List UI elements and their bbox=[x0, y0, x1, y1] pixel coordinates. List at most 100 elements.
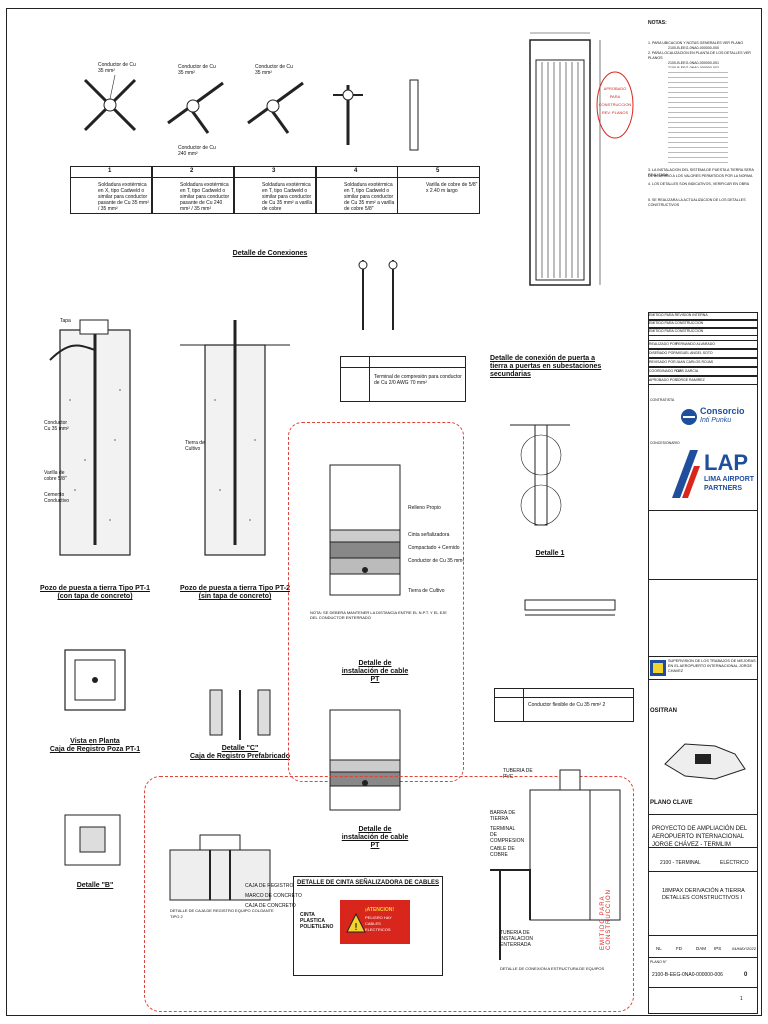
pit-pt2-section bbox=[180, 320, 290, 556]
supervision-text: SUPERVISION DE LOS TRABAJOS DE MEJORAS E… bbox=[668, 659, 756, 673]
approval-stamp bbox=[596, 71, 634, 139]
note-item: 2100-B-EEG-0NA0-000000-000 bbox=[668, 46, 719, 50]
structure-label: TUBERIA DE INSTALACION ENTERRADA bbox=[500, 930, 533, 948]
conn-description: Soldadura exotérmica en X, tipo Cadweld … bbox=[98, 182, 149, 212]
connection-table: 1 2 3 4 5 Soldadura exotérmica en X, tip… bbox=[70, 166, 480, 214]
area-row: 2100 - TERMINAL ELÉCTRICO bbox=[648, 848, 758, 872]
signature-area bbox=[648, 510, 758, 580]
conn-number: 2 bbox=[190, 168, 194, 174]
lap-sub: LIMA AIRPORT bbox=[704, 476, 755, 483]
key-plan-map bbox=[664, 743, 746, 780]
box-label: MARCO DE CONCRETO bbox=[245, 893, 302, 899]
connection-detail-x bbox=[83, 74, 137, 132]
role-label: DISEÑADO POR bbox=[649, 351, 676, 355]
layer-label: Compactado + Cernido bbox=[408, 545, 460, 551]
drawing-sheet bbox=[6, 8, 762, 1016]
box-detail-note: DETALLE DE CAJA DE REGISTRO EQUIPO COLGA… bbox=[170, 908, 274, 919]
project-title: PROYECTO DE AMPLIACIÓN DEL AEROPUERTO IN… bbox=[652, 826, 748, 848]
detail-b-drawing bbox=[64, 814, 121, 866]
consortium-logo: Consorcio Inti Punku bbox=[680, 402, 754, 432]
conn-number: 3 bbox=[272, 168, 276, 174]
copper-rod bbox=[409, 79, 419, 151]
detail-1-title: Detalle 1 bbox=[535, 550, 565, 557]
checked-value: DAM bbox=[696, 946, 706, 951]
ground-rod-detail bbox=[358, 260, 398, 330]
role-name: FERNANDO ALVARADO bbox=[676, 342, 715, 346]
structure-label: CABLE DE COBRE bbox=[490, 846, 515, 858]
door-frame-drawing bbox=[529, 32, 601, 286]
note-item: 5. SE REALIZARA LA ACTUALIZACION DE LOS … bbox=[648, 198, 746, 207]
conn-number: 4 bbox=[354, 168, 358, 174]
cable-install-title-2: Detalle de instalación de cable PT bbox=[341, 826, 409, 849]
role-name: LUIS GARCIA bbox=[676, 369, 699, 373]
note-item: 3. LA INSTALACION DEL SISTEMA DE PUESTA … bbox=[648, 168, 754, 177]
layer-label: Tierra de Cultivo bbox=[408, 588, 445, 594]
role-label: COORDINADO POR bbox=[649, 369, 682, 373]
flex-conductor-table: Conductor flexible de Cu 35 mm² 2 bbox=[494, 688, 634, 722]
door-hinge-detail bbox=[510, 424, 570, 526]
lap-logo: LAP LIMA AIRPORT PARTNERS bbox=[668, 448, 758, 504]
roles-table: REALIZADO POR DISEÑADO POR REVISADO POR … bbox=[648, 340, 758, 385]
ositran-label: OSITRAN bbox=[650, 708, 677, 714]
registry-box-plan bbox=[64, 649, 126, 711]
connections-title: Detalle de Conexiones bbox=[232, 250, 308, 257]
structure-title: DETALLE DE CONEXION A ESTRUCTURA DE EQUI… bbox=[500, 966, 605, 971]
pit-pt2-title: Pozo de puesta a tierra Tipo PT-2(sin ta… bbox=[180, 585, 290, 600]
role-name: JUAN CARLOS ROJAS bbox=[676, 360, 714, 364]
warning-icon: ! bbox=[346, 912, 366, 933]
area-value: 2100 - TERMINAL bbox=[660, 860, 701, 866]
revision-cloud-bottom bbox=[144, 776, 634, 1012]
consortium-name: Consorcio bbox=[700, 406, 745, 416]
conductor-label: Conductor de Cu 35 mm² bbox=[178, 64, 216, 76]
concesionario-label: CONCESIONARIO bbox=[650, 441, 680, 445]
drawing-title-block: 18MPAX DERIVACIÓN A TIERRA DETALLES CONS… bbox=[648, 872, 758, 936]
connection-detail-t1 bbox=[167, 81, 224, 134]
structure-connection-drawing bbox=[490, 769, 621, 960]
consortium-logo-icon bbox=[681, 409, 697, 425]
conn-description: Soldadura exotérmica en T, tipo Cadweld … bbox=[344, 182, 395, 212]
note-list-lines bbox=[668, 68, 728, 164]
lap-name: LAP bbox=[704, 450, 748, 475]
scale-value: NL bbox=[656, 946, 662, 951]
note-item: 2100-B-EEG-0NA0-000000-001 bbox=[668, 61, 719, 65]
note-item: 4. LOS DETALLES SON INDICATIVOS, VERIFIC… bbox=[648, 182, 750, 186]
revision-row: EMITIDO PARA REVISION INTERNA bbox=[649, 313, 708, 317]
box-label: CAJA DE REGISTRO bbox=[245, 883, 294, 889]
layer-label: Conductor de Cu 35 mm² bbox=[408, 558, 465, 564]
plano-no-label: PLANO N° bbox=[650, 960, 667, 964]
revision-table: EMITIDO PARA REVISION INTERNA EMITIDO PA… bbox=[648, 312, 758, 336]
detail-b-title: Detalle "B" bbox=[76, 882, 114, 889]
note-item: 1. PARA UBICACION Y NOTAS GENERALES VER … bbox=[648, 41, 744, 45]
cable-note: NOTA: SE DEBERA MANTENER LA DISTANCIA EN… bbox=[310, 610, 447, 620]
terminal-desc: Terminal de compresión para conductor de… bbox=[374, 374, 462, 386]
svg-text:!: ! bbox=[354, 922, 358, 933]
supervision-logo-icon bbox=[650, 660, 666, 676]
lap-logo-icon bbox=[672, 450, 700, 498]
plano-no-value: 2100-B-EEG-0NA0-000000-006 bbox=[652, 972, 723, 978]
supervision-block: SUPERVISION DE LOS TRABAJOS DE MEJORAS E… bbox=[648, 656, 758, 680]
door-detail-title: Detalle de conexión de puerta a tierra a… bbox=[490, 355, 602, 378]
cable-install-title-1: Detalle de instalación de cable PT bbox=[341, 660, 409, 683]
terminal-table: Terminal de compresión para conductor de… bbox=[340, 356, 466, 402]
box-label: CAJA DE CONCRETO bbox=[245, 903, 296, 909]
role-name: JORGE RAMIREZ bbox=[676, 378, 705, 382]
date-value: 04/MAY/2022 bbox=[732, 946, 756, 951]
pit-label: Conductor Cu 35 mm² bbox=[44, 420, 69, 432]
note-item: 2. PARA LOCALIZACION EN PLANTA DE LOS DE… bbox=[648, 51, 751, 60]
conductor-label: Conductor de Cu 35 mm² bbox=[98, 62, 136, 74]
cable-install-section-2 bbox=[329, 709, 401, 811]
revision-row: EMITIDO PARA CONSTRUCCION bbox=[649, 329, 704, 333]
conn-description: Soldadura exotérmica en T, tipo Cadweld … bbox=[180, 182, 230, 212]
tape-warning-2: PELIGRO HAY CABLES ELECTRICOS bbox=[365, 915, 392, 932]
tape-title: DETALLE DE CINTA SEÑALIZADORA DE CABLES bbox=[297, 880, 439, 886]
lap-sub-2: PARTNERS bbox=[704, 485, 742, 492]
conn-description: Soldadura exotérmica en T, tipo Cadweld … bbox=[262, 182, 313, 212]
pit-label: Tierra de Cultivo bbox=[185, 440, 205, 452]
revision-value: 0 bbox=[744, 972, 748, 978]
flex-conductor-drawing bbox=[524, 599, 616, 616]
drawn-value: FD bbox=[676, 946, 682, 951]
side-vertical-text: EMITIDO PARA CONSTRUCCION bbox=[600, 889, 612, 950]
structure-label: BARRA DE TIERRA bbox=[490, 810, 516, 822]
